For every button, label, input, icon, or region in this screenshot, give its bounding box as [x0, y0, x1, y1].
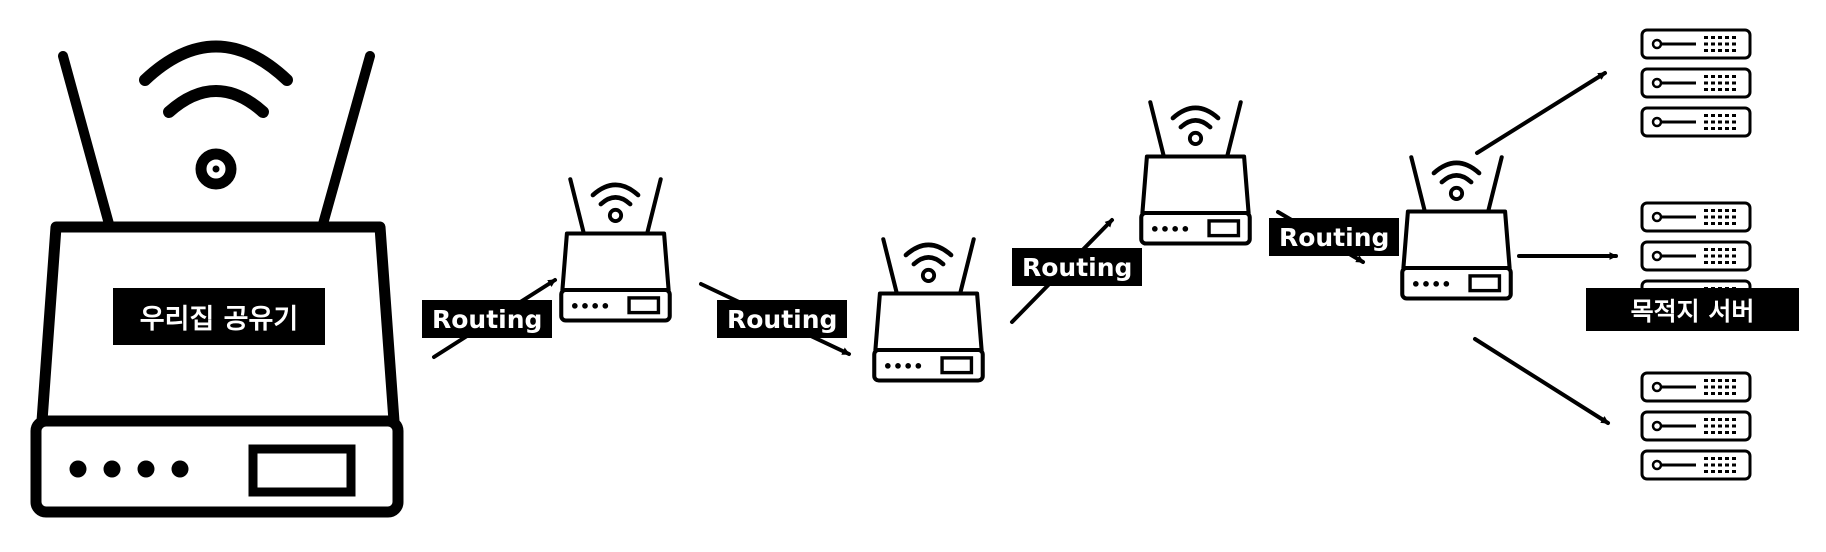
arrow-icon	[1475, 71, 1607, 155]
home-router-icon	[30, 40, 404, 518]
routing-label: Routing	[422, 300, 553, 338]
destination-server-label: 목적지 서버	[1586, 288, 1799, 331]
arrow-icon	[1473, 337, 1610, 425]
routing-label: Routing	[1269, 218, 1400, 256]
home-router-label: 우리집 공유기	[113, 288, 325, 345]
wifi-signal-icon	[139, 40, 293, 190]
routing-label: Routing	[717, 300, 848, 338]
routing-label: Routing	[1012, 248, 1143, 286]
router-icon	[874, 239, 982, 380]
server-rack-icon	[1642, 373, 1750, 479]
router-icon	[1402, 157, 1510, 298]
router-icon	[561, 179, 669, 320]
router-icon	[1141, 102, 1249, 243]
server-rack-icon	[1642, 30, 1750, 136]
